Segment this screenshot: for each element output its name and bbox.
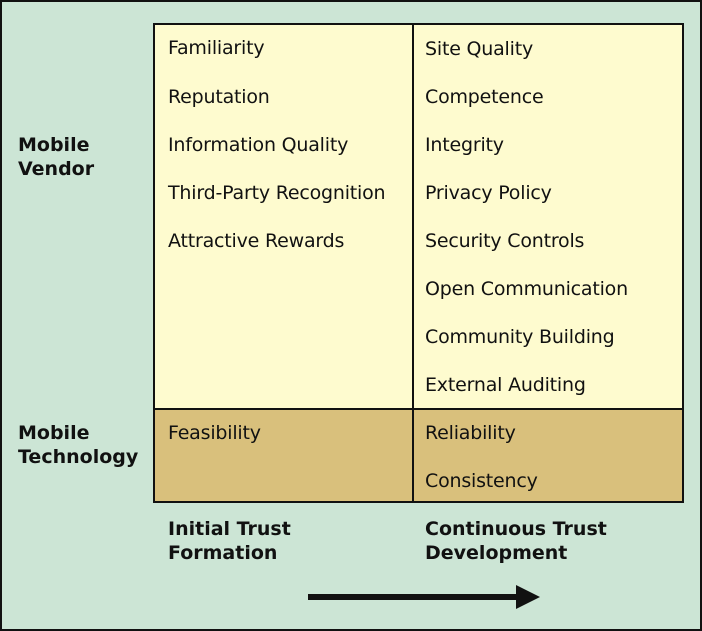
factor-item: Reliability [425,422,516,444]
column-label-initial: Initial Trust Formation [168,517,291,565]
cell-vendor-continuous [412,23,684,410]
factor-item: Competence [425,86,544,108]
factor-item: Privacy Policy [425,182,552,204]
factor-item: Integrity [425,134,504,156]
factor-item: Third-Party Recognition [168,182,386,204]
factor-item: Feasibility [168,422,261,444]
cell-vendor-initial [153,23,414,410]
column-label-line: Formation [168,542,278,564]
row-label-vendor: Mobile Vendor [18,133,94,181]
factor-item: Information Quality [168,134,349,156]
row-label-line: Mobile [18,422,90,444]
cell-technology-initial [153,408,414,503]
factor-item: Security Controls [425,230,585,252]
arrow-right-icon [308,585,540,609]
row-label-technology: Mobile Technology [18,421,138,469]
factor-item: Community Building [425,326,615,348]
factor-item: Reputation [168,86,270,108]
factor-item: Site Quality [425,38,534,60]
factor-item: Familiarity [168,37,265,59]
column-label-line: Initial Trust [168,518,291,540]
factor-item: Open Communication [425,278,628,300]
row-label-line: Mobile [18,134,90,156]
column-label-line: Continuous Trust [425,518,607,540]
cell-technology-continuous [412,408,684,503]
factor-item: External Auditing [425,374,586,396]
column-label-continuous: Continuous Trust Development [425,517,607,565]
row-label-line: Technology [18,446,139,468]
factor-item: Consistency [425,470,538,492]
column-label-line: Development [425,542,568,564]
factor-item: Attractive Rewards [168,230,345,252]
row-label-line: Vendor [18,158,95,180]
